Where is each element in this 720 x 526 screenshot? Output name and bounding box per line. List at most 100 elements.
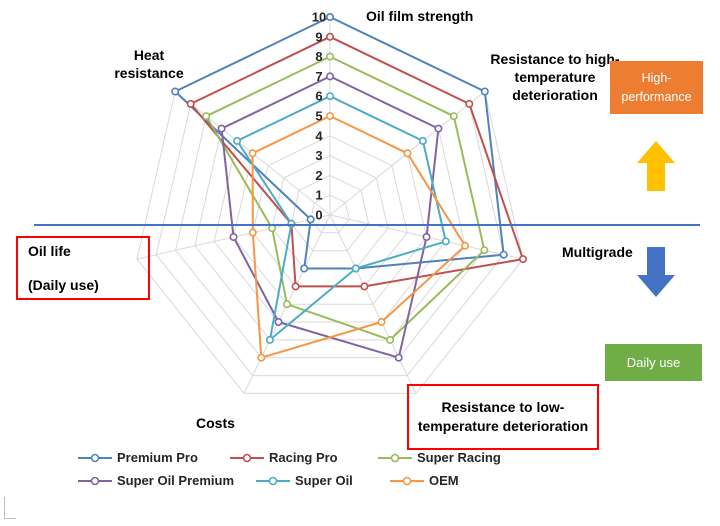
radial-tick-label: 1 (315, 188, 322, 203)
radial-tick-label: 10 (312, 10, 326, 25)
legend-marker-super-oil-premium (78, 476, 112, 485)
series-marker-oem (257, 353, 266, 362)
axis-label-oil-life-sub: (Daily use) (28, 277, 99, 293)
radial-tick-label: 2 (315, 168, 322, 183)
series-marker-racing-pro (518, 255, 527, 264)
series-line-super-oil (236, 95, 447, 341)
legend-item-super-racing: Super Racing (378, 450, 501, 465)
legend-row: Premium Pro Racing Pro Super Racing (78, 450, 501, 465)
legend-item-super-oil-premium: Super Oil Premium (78, 473, 256, 488)
grid-ring (136, 16, 524, 394)
series-marker-premium-pro (171, 87, 180, 96)
series-marker-super-racing (282, 300, 291, 309)
series-marker-super-racing (386, 335, 395, 344)
axis-label-costs: Costs (196, 415, 235, 431)
performance-divider-line (34, 224, 700, 226)
chart-legend: Premium Pro Racing Pro Super Racing Super … (78, 450, 501, 496)
series-marker-super-oil-premium (325, 72, 334, 81)
series-marker-super-oil-premium (394, 353, 403, 362)
series-marker-super-oil (325, 92, 334, 101)
up-arrow-shape (637, 141, 675, 191)
up-arrow-icon (637, 141, 675, 191)
series-marker-racing-pro (465, 99, 474, 108)
series-marker-premium-pro (325, 13, 334, 22)
legend-label: Racing Pro (269, 450, 338, 465)
series-marker-super-racing (480, 246, 489, 255)
series-marker-oem (377, 317, 386, 326)
legend-item-oem: OEM (390, 473, 501, 488)
axis-label-oil-film-strength: Oil film strength (366, 8, 474, 24)
series-marker-super-racing (449, 112, 458, 121)
radial-tick-label: 8 (315, 49, 322, 64)
daily-use-badge: Daily use (605, 344, 702, 381)
series-marker-super-oil (265, 335, 274, 344)
series-marker-racing-pro (325, 32, 334, 41)
series-marker-super-oil-premium (422, 233, 431, 242)
radial-tick-label: 0 (315, 208, 322, 223)
legend-label: Super Racing (417, 450, 501, 465)
legend-marker-premium-pro (78, 453, 112, 462)
grid-ring (155, 36, 505, 377)
series-marker-premium-pro (300, 264, 309, 273)
series-line-oem (251, 115, 467, 359)
legend-marker-super-racing (378, 453, 412, 462)
grid-spoke (329, 214, 417, 394)
low-temp-highlight-box: Resistance to low-temperature deteriorat… (407, 384, 599, 450)
grid-ring (232, 115, 428, 305)
axis-label-low-temp-deterioration: Resistance to low-temperature deteriorat… (417, 399, 589, 434)
series-marker-super-oil (351, 264, 360, 273)
grid-ring (290, 174, 370, 252)
series-line-super-racing (205, 55, 486, 341)
series-marker-super-oil-premium (229, 233, 238, 242)
series-line-racing-pro (189, 35, 524, 288)
legend-label: Super Oil Premium (117, 473, 235, 488)
radial-tick-label: 7 (315, 69, 322, 84)
series-line-super-oil-premium (220, 75, 440, 359)
series-marker-oem (248, 228, 257, 237)
legend-label: Premium Pro (117, 450, 198, 465)
series-marker-super-oil (418, 136, 427, 145)
legend-row: Super Oil Premium Super Oil OEM (78, 473, 501, 488)
legend-item-super-oil: Super Oil (256, 473, 390, 488)
series-marker-super-oil-premium (434, 124, 443, 133)
series-marker-oem (325, 112, 334, 121)
legend-label: OEM (429, 473, 459, 488)
legend-label: Super Oil (295, 473, 353, 488)
series-marker-racing-pro (186, 99, 195, 108)
axis-label-high-temp-deterioration: Resistance to high-temperature deteriora… (490, 51, 620, 104)
radial-tick-label: 9 (315, 29, 322, 44)
series-marker-premium-pro (306, 215, 315, 224)
radial-tick-label: 5 (315, 109, 322, 124)
down-arrow-shape (637, 247, 675, 297)
series-marker-racing-pro (291, 282, 300, 291)
series-marker-super-oil (441, 237, 450, 246)
series-marker-oem (248, 149, 257, 158)
axis-label-oil-life: Oil life (28, 243, 71, 259)
grid-ring (310, 194, 350, 234)
radial-tick-label: 4 (315, 128, 323, 143)
series-marker-oem (403, 149, 412, 158)
axis-label-heat-resistance: Heat resistance (114, 47, 184, 82)
series-marker-premium-pro (480, 87, 489, 96)
legend-item-premium-pro: Premium Pro (78, 450, 230, 465)
series-marker-racing-pro (360, 282, 369, 291)
radial-tick-label: 6 (315, 89, 322, 104)
series-marker-premium-pro (499, 250, 508, 259)
axis-label-multigrade: Multigrade (562, 244, 633, 260)
series-marker-super-oil (233, 136, 242, 145)
legend-marker-racing-pro (230, 453, 264, 462)
axis-corner-artifact (4, 497, 16, 519)
series-marker-super-oil-premium (274, 317, 283, 326)
grid-ring (194, 75, 466, 341)
oil-life-highlight-box: Oil life (Daily use) (16, 236, 150, 300)
high-performance-badge: High-performance (610, 61, 703, 114)
radial-tick-label: 3 (315, 148, 322, 163)
legend-marker-oem (390, 476, 424, 485)
series-marker-super-oil-premium (217, 124, 226, 133)
series-marker-super-racing (202, 112, 211, 121)
down-arrow-icon (637, 247, 675, 297)
legend-item-racing-pro: Racing Pro (230, 450, 378, 465)
series-marker-oem (461, 241, 470, 250)
